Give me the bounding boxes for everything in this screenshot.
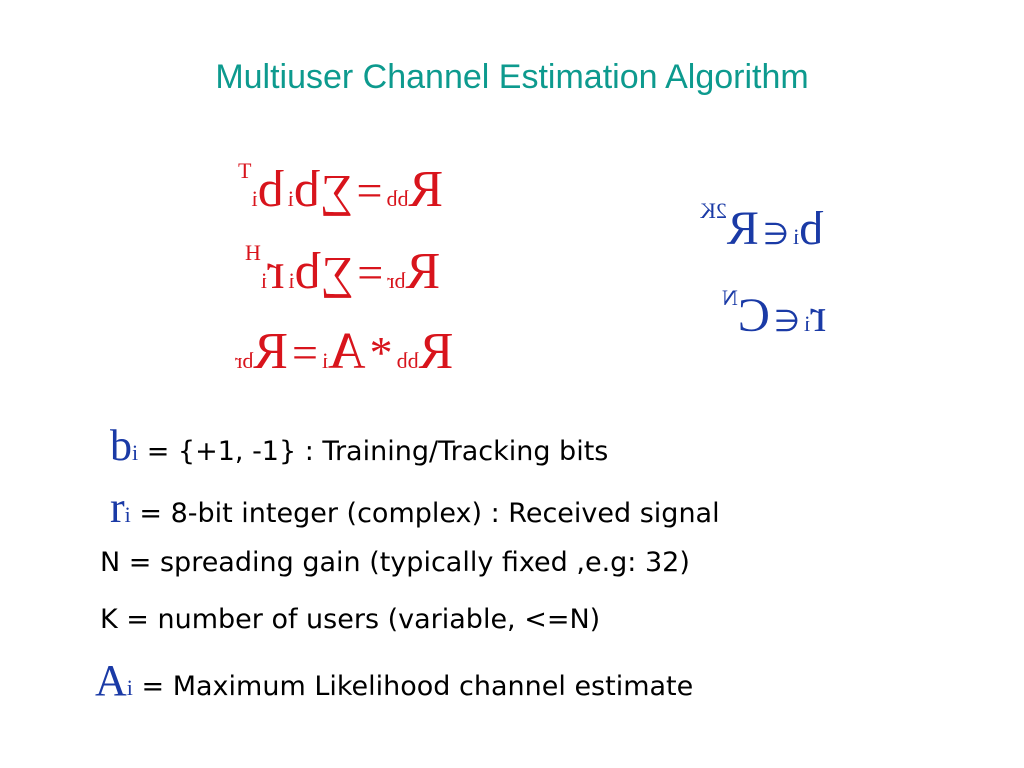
set-b-var: b [799, 202, 824, 255]
eq1-b1: b [293, 161, 320, 218]
definition-bi: bi = {+1, -1} : Training/Tracking bits [110, 420, 608, 471]
set-b-in: ∈ [762, 218, 790, 251]
eq3-equals: = [292, 327, 318, 378]
eq3-rhs: R [253, 323, 289, 380]
eq1-b1-sub: i [287, 186, 294, 211]
eq1-sigma: ∑ [319, 165, 353, 216]
eq1-b2: b [257, 161, 284, 218]
eq3-a: A [328, 323, 366, 380]
def-k-text: K = number of users (variable, <=N) [100, 604, 601, 635]
slide-title: Multiuser Channel Estimation Algorithm [215, 58, 809, 96]
eq1-lhs: R [408, 161, 444, 218]
def-ri-text: = 8-bit integer (complex) : Received sig… [139, 498, 720, 529]
def-bi-text: = {+1, -1} : Training/Tracking bits [146, 436, 609, 467]
eq1-b2-sub: i [251, 186, 258, 211]
def-ai-text: = Maximum Likelihood channel estimate [141, 671, 694, 702]
equation-rbb: Rbb = ∑bi biT [238, 158, 443, 219]
eq2-lhs: R [405, 243, 441, 300]
equation-rbr: Rbr = ∑bi riH [245, 240, 440, 301]
eq3-rhs-sub: br [235, 348, 254, 373]
set-r-in: ∈ [773, 305, 801, 338]
set-r-var-sub: i [804, 311, 811, 336]
set-r-in-cn: ri ∈ CN [722, 285, 826, 343]
eq2-b1-sub: i [288, 268, 295, 293]
eq3-lhs: R [418, 323, 454, 380]
eq1-sup: T [238, 158, 252, 183]
definition-ai: Ai = Maximum Likelihood channel estimate [95, 655, 693, 706]
set-b-space-sup: 2K [700, 198, 727, 223]
eq2-b1: b [294, 243, 321, 300]
def-ri-symbol: ri [110, 483, 131, 532]
eq3-star: * [369, 327, 393, 378]
def-bi-symbol: bi [110, 421, 139, 470]
set-b-space: R [726, 202, 759, 255]
eq1-lhs-sub: bb [386, 186, 409, 211]
set-b-var-sub: i [793, 224, 800, 249]
definition-k: K = number of users (variable, <=N) [100, 604, 600, 635]
eq3-a-sub: i [321, 348, 329, 373]
eq1-equals: = [356, 165, 383, 216]
set-r-space-sup: N [722, 285, 738, 310]
eq2-sup: H [245, 240, 261, 265]
def-ai-symbol: Ai [95, 656, 133, 705]
set-r-space: C [737, 289, 770, 342]
set-b-in-r2k: bi ∈ R2K [700, 198, 823, 256]
equation-solve: Rbb * Ai = Rbr [235, 322, 453, 381]
definition-ri: ri = 8-bit integer (complex) : Received … [110, 482, 720, 533]
eq2-r-sub: i [260, 268, 268, 293]
def-n-text: N = spreading gain (typically fixed ,e.g… [100, 547, 690, 578]
set-r-var: r [810, 289, 827, 342]
eq2-sigma: ∑ [320, 247, 354, 298]
eq3-lhs-sub: bb [396, 348, 419, 373]
eq2-r: r [267, 243, 285, 300]
eq2-lhs-sub: br [387, 268, 406, 293]
eq2-equals: = [357, 247, 384, 298]
definition-n: N = spreading gain (typically fixed ,e.g… [100, 547, 690, 578]
